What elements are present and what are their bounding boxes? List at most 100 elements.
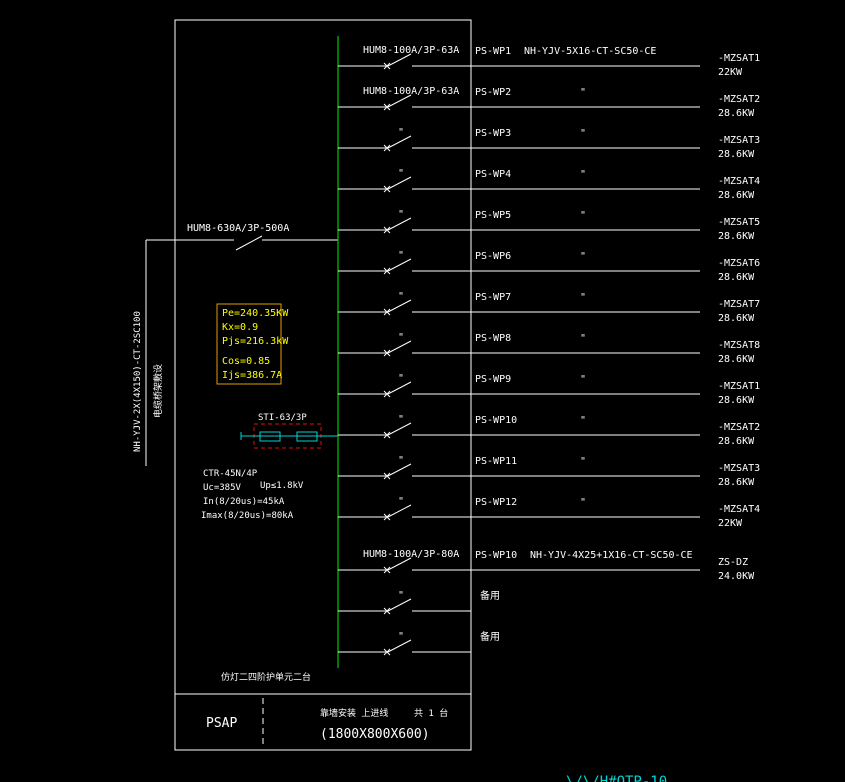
circuit-breaker-label: " <box>398 496 404 507</box>
circuit-power-label: 28.6KW <box>718 272 755 283</box>
fuse-1 <box>259 431 281 442</box>
footer-partial-label: \/\/H#OTP-10 <box>566 774 667 782</box>
circuit-cable-label: " <box>580 456 586 467</box>
circuit-breaker-label: HUM8-100A/3P-63A <box>363 86 459 97</box>
panel-size: (1800X800X600) <box>320 727 430 742</box>
circuit-id-label: PS-WP12 <box>475 497 517 508</box>
circuit-breaker-mark <box>383 267 391 275</box>
circuit-load-label: ZS-DZ <box>718 557 748 568</box>
circuit-load-label: -MZSAT3 <box>718 463 760 474</box>
circuit-breaker-switch <box>387 299 412 313</box>
circuit-load-label: -MZSAT3 <box>718 135 760 146</box>
circuit-load-label: -MZSAT5 <box>718 217 760 228</box>
circuit-power-label: 28.6KW <box>718 354 755 365</box>
circuit-breaker-switch <box>387 504 412 518</box>
calc-kx: Kx=0.9 <box>222 322 258 333</box>
circuit-power-label: 24.0KW <box>718 571 755 582</box>
circuit-load-label: -MZSAT7 <box>718 299 760 310</box>
circuit-id-label: PS-WP4 <box>475 169 511 180</box>
panel-frame <box>174 19 472 751</box>
spd-model: CTR-45N/4P <box>203 469 258 479</box>
circuit-load-label: -MZSAT1 <box>718 53 760 64</box>
circuit-cable-label: " <box>580 415 586 426</box>
circuit-breaker-mark <box>383 62 391 70</box>
count-note: 共 1 台 <box>414 707 448 719</box>
circuit-list: HUM8-100A/3P-63A PS-WP1 NH-YJV-5X16-CT-SC5… <box>338 45 760 656</box>
circuit-load-label: -MZSAT8 <box>718 340 760 351</box>
circuit-breaker-switch <box>387 94 412 108</box>
circuit-cable-label: " <box>580 292 586 303</box>
circuit-breaker-mark <box>383 308 391 316</box>
circuit-breaker-mark <box>383 513 391 521</box>
install-note: 靠墙安装 上进线 <box>320 707 388 719</box>
circuit-power-label: 28.6KW <box>718 436 755 447</box>
circuit-breaker-label: " <box>398 590 404 601</box>
circuit-breaker-mark <box>383 566 391 574</box>
circuit-cable-label: " <box>580 169 586 180</box>
spd-imax: Imax(8/20us)=80kA <box>201 511 294 521</box>
panel-name: PSAP <box>206 716 237 731</box>
circuit-load-label: -MZSAT6 <box>718 258 760 269</box>
calc-box <box>216 303 282 385</box>
circuit-cable-label: NH-YJV-5X16-CT-SC50-CE <box>524 46 656 57</box>
circuit-breaker-label: " <box>398 414 404 425</box>
circuit-cable-label: " <box>580 128 586 139</box>
circuit-breaker-mark <box>383 226 391 234</box>
circuit-id-label: 备用 <box>480 630 500 643</box>
spd-in: In(8/20us)=45kA <box>203 497 285 507</box>
circuit-load-label: -MZSAT2 <box>718 422 760 433</box>
circuit-power-label: 28.6KW <box>718 231 755 242</box>
spd-up: Up≤1.8kV <box>260 481 304 491</box>
circuit-power-label: 28.6KW <box>718 108 755 119</box>
circuit-breaker-mark <box>383 648 391 656</box>
calc-pe: Pe=240.35KW <box>222 308 289 319</box>
circuit-power-label: 28.6KW <box>718 190 755 201</box>
fuse-2 <box>296 431 318 442</box>
circuit-cable-label: " <box>580 333 586 344</box>
circuit-id-label: PS-WP7 <box>475 292 511 303</box>
circuit-id-label: PS-WP9 <box>475 374 511 385</box>
circuit-breaker-label: " <box>398 127 404 138</box>
bottom-note: 仿灯二四阶护单元二台 <box>221 671 311 683</box>
circuit-id-label: PS-WP3 <box>475 128 511 139</box>
circuit-breaker-mark <box>383 185 391 193</box>
circuit-breaker-switch <box>387 639 412 653</box>
circuit-breaker-switch <box>387 340 412 354</box>
circuit-id-label: PS-WP2 <box>475 87 511 98</box>
incoming-breaker-label: HUM8-630A/3P-500A <box>187 223 289 234</box>
circuit-breaker-mark <box>383 144 391 152</box>
circuit-id-label: 备用 <box>480 589 500 602</box>
circuit-id-label: PS-WP1 <box>475 46 511 57</box>
fuse-label: STI-63/3P <box>258 413 307 423</box>
incoming-breaker-switch <box>235 235 263 251</box>
circuit-breaker-label: " <box>398 209 404 220</box>
circuit-breaker-switch <box>387 217 412 231</box>
circuit-power-label: 22KW <box>718 518 743 529</box>
circuit-breaker-mark <box>383 431 391 439</box>
circuit-power-label: 28.6KW <box>718 149 755 160</box>
circuit-cable-label: " <box>580 251 586 262</box>
circuit-power-label: 22KW <box>718 67 743 78</box>
circuit-load-label: -MZSAT4 <box>718 176 760 187</box>
circuit-breaker-switch <box>387 258 412 272</box>
circuit-power-label: 28.6KW <box>718 395 755 406</box>
circuit-breaker-mark <box>383 472 391 480</box>
circuit-id-label: PS-WP5 <box>475 210 511 221</box>
incoming-cable-label: NH-YJV-2X(4X150)-CT-2SC100 <box>133 311 143 452</box>
circuit-id-label: PS-WP11 <box>475 456 517 467</box>
circuit-breaker-label: " <box>398 250 404 261</box>
circuit-breaker-label: HUM8-100A/3P-63A <box>363 45 459 56</box>
circuit-breaker-switch <box>387 557 412 571</box>
calc-ijs: Ijs=386.7A <box>222 370 282 381</box>
circuit-id-label: PS-WP10 <box>475 415 517 426</box>
incoming-cable-note: 电缆桥架敷设 <box>152 364 164 418</box>
circuit-cable-label: " <box>580 210 586 221</box>
circuit-load-label: -MZSAT4 <box>718 504 760 515</box>
circuit-breaker-switch <box>387 381 412 395</box>
circuit-breaker-label: " <box>398 631 404 642</box>
circuit-power-label: 28.6KW <box>718 313 755 324</box>
circuit-breaker-label: " <box>398 455 404 466</box>
circuit-load-label: -MZSAT2 <box>718 94 760 105</box>
circuit-breaker-mark <box>383 349 391 357</box>
